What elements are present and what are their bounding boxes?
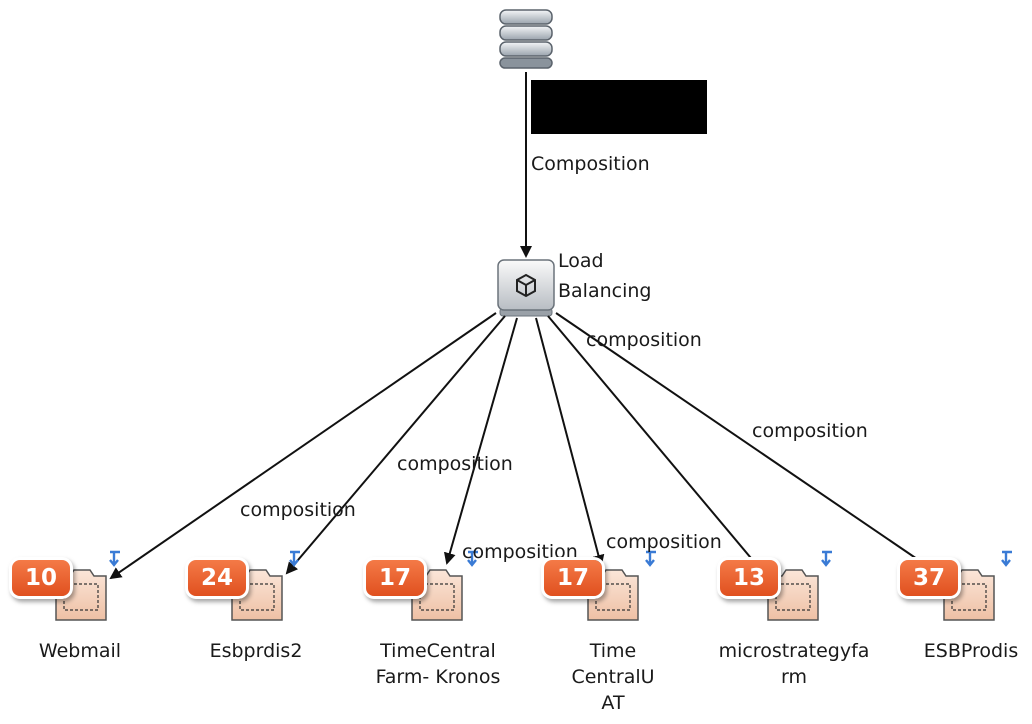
- expand-arrow-icon[interactable]: [109, 550, 120, 567]
- database-icon[interactable]: [499, 9, 553, 69]
- node-count-badge: 10: [12, 560, 70, 596]
- redacted-label-box: [531, 80, 707, 134]
- edge-to-esbprdis2[interactable]: [285, 315, 506, 575]
- node-label-esbprdis2[interactable]: Esbprdis2: [209, 640, 303, 662]
- load-balancing-label: Load Balancing: [558, 250, 652, 302]
- edge-to-esbprodis[interactable]: [555, 312, 944, 578]
- load-balancing-icon[interactable]: [497, 259, 555, 317]
- node-count-badge: 37: [900, 560, 958, 596]
- node-label-webmail[interactable]: Webmail: [38, 640, 122, 662]
- edge-label-composition-top: Composition: [531, 153, 650, 175]
- ci-node-icon[interactable]: [767, 569, 819, 621]
- edge-label-composition: composition: [752, 420, 868, 442]
- cube-icon: [516, 273, 536, 298]
- edge-to-microstrategyfarm[interactable]: [547, 315, 768, 578]
- node-label-esbprodis[interactable]: ESBProdis: [923, 640, 1019, 662]
- edge-label-composition: composition: [606, 531, 722, 553]
- edge-to-time-centraluat[interactable]: [535, 317, 605, 567]
- expand-arrow-icon[interactable]: [1001, 550, 1012, 567]
- node-count-badge: 17: [544, 560, 602, 596]
- expand-arrow-icon[interactable]: [289, 550, 300, 567]
- edge-label-composition: composition: [240, 499, 356, 521]
- edge-label-composition: composition: [397, 453, 513, 475]
- node-count-badge: 24: [188, 560, 246, 596]
- node-label-time-centraluat[interactable]: Time CentralU AT: [571, 640, 655, 714]
- expand-arrow-icon[interactable]: [821, 550, 832, 567]
- node-label-timecentral-farm-kronos[interactable]: TimeCentral Farm- Kronos: [375, 640, 501, 688]
- edge-label-composition: composition: [462, 541, 578, 563]
- edge-to-timecentral-farm-kronos[interactable]: [443, 317, 518, 565]
- edge-to-webmail[interactable]: [109, 312, 497, 580]
- ci-node-icon[interactable]: [411, 569, 463, 621]
- expand-arrow-icon[interactable]: [467, 550, 478, 567]
- expand-arrow-icon[interactable]: [645, 550, 656, 567]
- node-label-microstrategyfarm[interactable]: microstrategyfa rm: [718, 640, 870, 688]
- edge-label-composition: composition: [586, 329, 702, 351]
- node-count-badge: 13: [720, 560, 778, 596]
- node-count-badge: 17: [366, 560, 424, 596]
